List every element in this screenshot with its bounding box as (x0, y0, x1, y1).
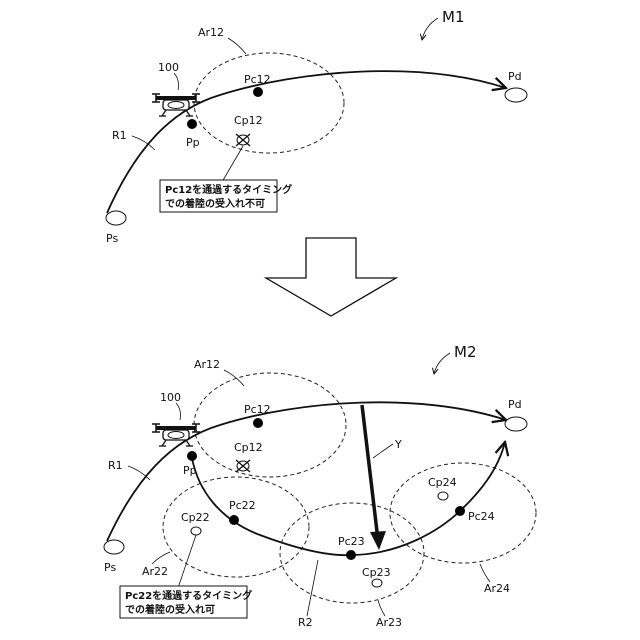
candidate-cp12-label-m1: Cp12 (234, 114, 263, 127)
drone-leader-m2 (176, 403, 181, 420)
panel-title-m1: M1 (442, 8, 465, 26)
current-label-m1: Pp (186, 136, 200, 149)
destination-point-m2 (505, 417, 527, 431)
area-ar24-label: Ar24 (484, 582, 510, 595)
title-pointer-m2 (434, 353, 450, 374)
y-label: Y (394, 438, 402, 451)
destination-point-m1 (505, 88, 527, 102)
start-point-m2 (104, 540, 124, 554)
candidate-cp23-label: Cp23 (362, 566, 391, 579)
waypoint-pc24 (455, 506, 465, 516)
waypoint-pc12-label-m2: Pc12 (244, 403, 271, 416)
waypoint-pc22-label: Pc22 (229, 499, 256, 512)
candidate-cp23 (372, 579, 382, 587)
waypoint-pc12-m1 (253, 87, 263, 97)
candidate-cp22-label: Cp22 (181, 511, 210, 524)
area-ar22 (163, 477, 309, 577)
route-r1-leader-m2 (128, 466, 150, 480)
current-position-m2 (187, 451, 197, 461)
panel-m1: M1 Ar12 R1 Ps Pd 100 Pp Pc12 Cp12 Pc12を通… (106, 8, 527, 245)
drone-icon-m1 (152, 94, 200, 116)
candidate-cp24-label: Cp24 (428, 476, 457, 489)
reroute-arrow-head (370, 531, 386, 550)
drone-label-m1: 100 (158, 61, 179, 74)
area-ar12-label-m2: Ar12 (194, 358, 220, 371)
waypoint-pc12-m2 (253, 418, 263, 428)
panel-m2: M2 Ar12 Ar22 Ar23 Ar24 R1 R2 Y Ps Pd 100 (104, 343, 536, 629)
area-ar12-leader-m2 (224, 370, 244, 386)
panel-title-m2: M2 (454, 343, 477, 361)
drone-leader-m1 (174, 73, 179, 90)
start-label-m1: Ps (106, 232, 118, 245)
route-r1-m2 (107, 402, 506, 541)
transition-arrow (266, 238, 396, 316)
note-line1-m2: Pc22を通過するタイミング (125, 589, 252, 602)
route-r1-label-m2: R1 (108, 459, 123, 472)
area-ar23-label: Ar23 (376, 616, 402, 629)
title-pointer-m1 (422, 18, 438, 40)
area-ar12-leader-m1 (228, 38, 246, 54)
destination-label-m1: Pd (508, 70, 522, 83)
waypoint-pc23 (346, 550, 356, 560)
route-r1-label-m1: R1 (112, 129, 127, 142)
start-point-m1 (106, 211, 126, 225)
waypoint-pc23-label: Pc23 (338, 535, 365, 548)
candidate-cp24 (438, 492, 448, 500)
route-r1-leader-m1 (132, 136, 155, 150)
reroute-arrow-shaft (362, 405, 378, 540)
area-ar12-m1 (194, 53, 344, 153)
y-leader (373, 444, 393, 458)
drone-icon-m2 (152, 424, 200, 446)
candidate-cp22 (191, 527, 201, 535)
area-ar22-label: Ar22 (142, 565, 168, 578)
waypoint-pc22 (229, 515, 239, 525)
area-ar12-label-m1: Ar12 (198, 26, 224, 39)
waypoint-pc24-label: Pc24 (468, 510, 495, 523)
route-r2-label: R2 (298, 616, 313, 629)
current-label-m2: Pp (183, 464, 197, 477)
area-ar12-m2 (194, 373, 346, 477)
waypoint-pc12-label-m1: Pc12 (244, 73, 271, 86)
area-ar23-leader (378, 600, 385, 616)
note-line2-m1: での着陸の受入れ不可 (165, 197, 265, 210)
destination-label-m2: Pd (508, 398, 522, 411)
candidate-cp12-rejected-m1 (236, 134, 250, 146)
start-label-m2: Ps (104, 561, 116, 574)
candidate-cp12-label-m2: Cp12 (234, 441, 263, 454)
note-leader-m2 (178, 535, 196, 588)
current-position-m1 (187, 119, 197, 129)
area-ar24-leader (480, 564, 490, 582)
note-leader-m1 (222, 146, 243, 182)
route-r2-leader (307, 560, 318, 616)
candidate-cp12-rejected-m2 (236, 460, 250, 472)
drone-label-m2: 100 (160, 391, 181, 404)
area-ar22-leader (152, 552, 170, 564)
note-line1-m1: Pc12を通過するタイミング (165, 183, 292, 196)
note-line2-m2: での着陸の受入れ可 (125, 603, 215, 616)
